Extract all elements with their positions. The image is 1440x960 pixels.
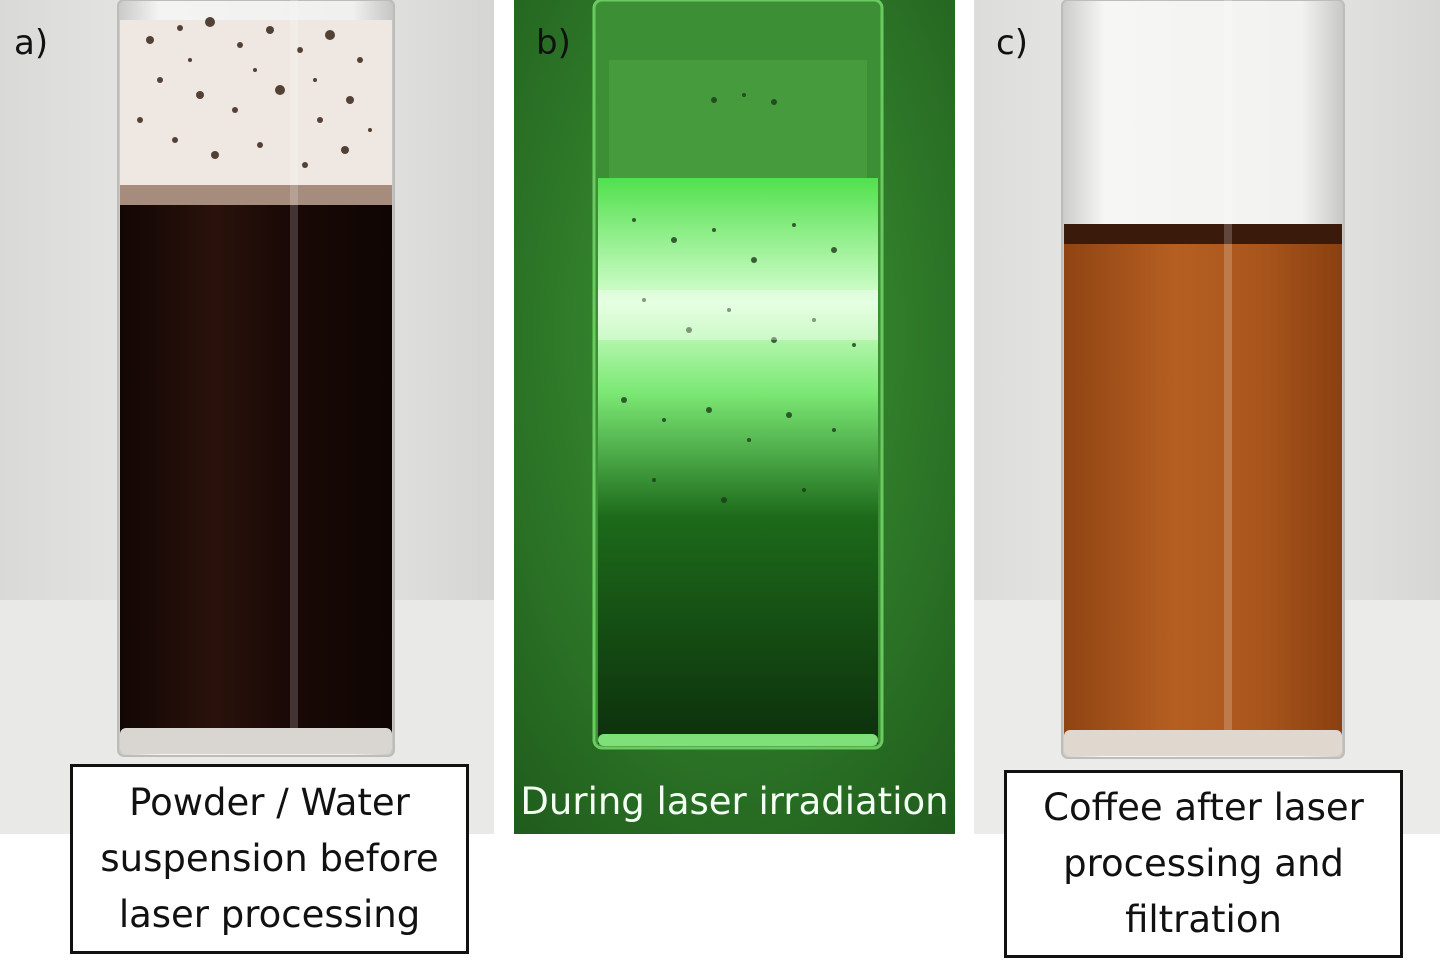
- caption-b-line-1: During laser irradiation: [520, 780, 949, 823]
- panel-label-b: b): [536, 23, 571, 63]
- caption-b: During laser irradiation: [514, 774, 955, 830]
- vial-filtered-coffee-image: [974, 0, 1440, 834]
- caption-a-line-1: Powder / Water: [129, 781, 410, 824]
- caption-c-line-2: processing and: [1063, 842, 1344, 885]
- caption-c-line-1: Coffee after laser: [1043, 786, 1364, 829]
- vial-laser-irradiation-image: [514, 0, 955, 834]
- photo-panel-a: [0, 0, 494, 834]
- caption-c-line-3: filtration: [1125, 898, 1282, 941]
- vial-dark-suspension-image: [0, 0, 494, 834]
- photo-panel-b: [514, 0, 955, 834]
- caption-a-line-3: laser processing: [118, 893, 421, 936]
- panel-label-a: a): [14, 23, 49, 63]
- caption-box-c: Coffee after laser processing and filtra…: [1004, 770, 1403, 958]
- photo-panel-c: [974, 0, 1440, 834]
- panel-label-c: c): [996, 23, 1028, 63]
- caption-box-a: Powder / Water suspension before laser p…: [70, 764, 469, 954]
- caption-a-line-2: suspension before: [100, 837, 439, 880]
